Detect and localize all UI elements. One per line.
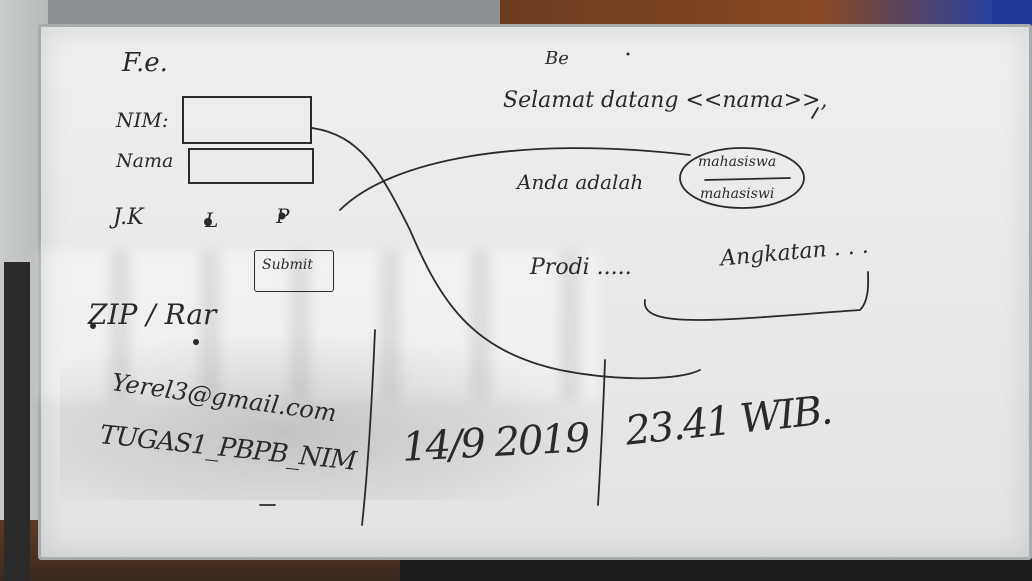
- submit-label: Submit: [262, 257, 313, 273]
- anda-adalah-text: Anda adalah: [517, 170, 644, 194]
- mahasiswa-option: mahasiswa: [698, 154, 777, 170]
- radio-p-dot: [278, 212, 286, 220]
- connector-jk-to-mahasiswa: [339, 147, 691, 211]
- submit-button-sketch: [254, 250, 334, 292]
- nim-label: NIM:: [116, 108, 169, 132]
- table-edge: [400, 556, 1032, 581]
- option-l-label: L: [205, 208, 219, 232]
- backend-heading: Be: [545, 48, 569, 69]
- prodi-text: Prodi .....: [530, 255, 632, 280]
- nama-label: Nama: [116, 150, 174, 172]
- divider-line-1: [361, 329, 376, 526]
- nama-input-sketch: [188, 148, 314, 184]
- file-type-note: ZIP / Rar: [88, 298, 217, 331]
- greeting-text: Selamat datang <<nama>>,: [503, 88, 828, 113]
- mahasiswa-ellipse: [679, 147, 805, 209]
- window-reflection: [40, 250, 600, 400]
- radio-l-dot: [204, 218, 212, 226]
- board-stand: [4, 262, 30, 581]
- frontend-heading: F.e.: [122, 48, 168, 78]
- comma-after-greeting: [811, 107, 819, 119]
- mahasiswi-option: mahasiswi: [700, 186, 775, 202]
- divider-line-2: [597, 359, 606, 506]
- prodi-angkatan-bracket: [644, 271, 870, 321]
- zip-bullet: [90, 323, 96, 329]
- mahasiswa-divider: [704, 177, 791, 181]
- whiteboard: [38, 24, 1032, 560]
- connector-nim-to-prodi: [311, 127, 701, 380]
- rar-bullet: [193, 339, 199, 345]
- jenis-kelamin-label: J.K: [113, 205, 144, 230]
- reflection-shadow: [60, 330, 620, 500]
- be-dot: [626, 52, 630, 56]
- nim-input-sketch: [182, 96, 312, 144]
